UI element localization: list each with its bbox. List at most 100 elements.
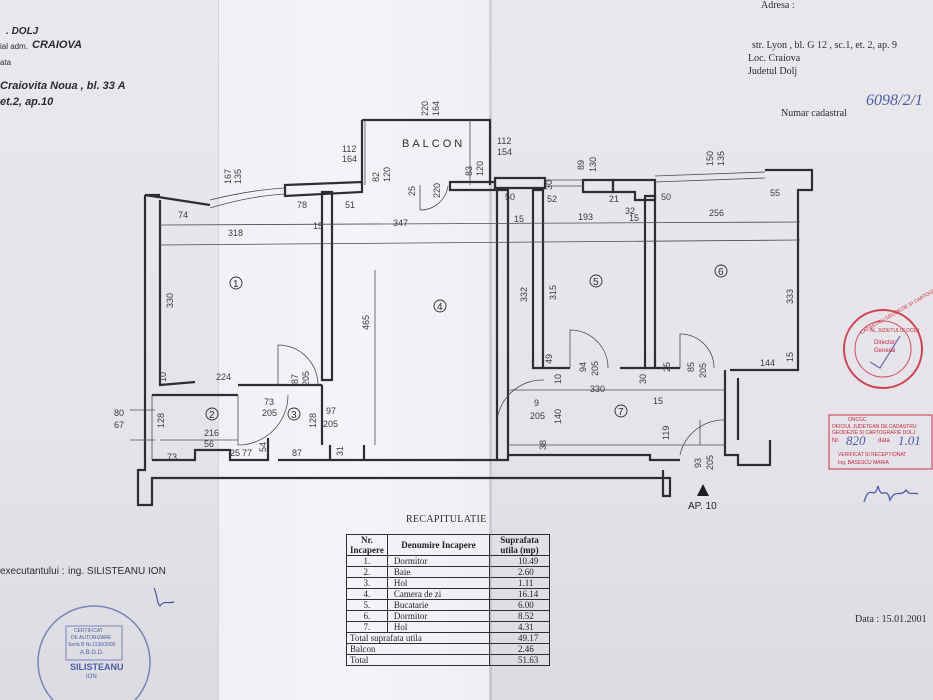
dim-465: 465 — [361, 315, 371, 330]
dim-216: 216 — [204, 428, 219, 438]
dim-205-c: 205 — [698, 363, 708, 378]
dim-67: 67 — [114, 420, 124, 430]
dim-120-b: 120 — [475, 161, 485, 176]
address-value: str. Lyon , bl. G 12 , sc.1, et. 2, ap. … — [752, 40, 897, 51]
seal-general: General — [874, 348, 896, 354]
paper-fold — [490, 0, 492, 700]
dim-330-a: 330 — [165, 293, 175, 308]
cadastral-label: Numar cadastral — [781, 108, 847, 119]
cert-line3: Seria B Nr.1130/2000 — [68, 642, 116, 648]
dim-21: 21 — [609, 194, 619, 204]
dim-112-a: 112 — [342, 144, 356, 154]
dim-50-b: 50 — [661, 192, 671, 202]
recap-nr: 1. — [346, 555, 388, 567]
recap-name: Dormitor — [386, 610, 491, 622]
recap-nr: 4. — [346, 588, 388, 600]
dim-25-b: 25 — [662, 362, 672, 372]
room-6-label: 6 — [718, 267, 724, 278]
recap-header-name: Denumire Incapere — [386, 534, 491, 556]
seal-county: AL JUDETULUI DOLJ — [870, 328, 919, 334]
dim-78: 78 — [297, 200, 307, 210]
recap-total-value: 51.63 — [489, 654, 550, 666]
dim-205-e: 205 — [323, 419, 338, 429]
room-number-circles — [205, 264, 728, 421]
locality: Loc. Craiova — [748, 53, 801, 64]
dim-112-b: 112 — [497, 136, 511, 146]
dim-144: 144 — [760, 358, 775, 368]
dim-52: 52 — [547, 194, 557, 204]
dim-15-a: 15 — [313, 221, 323, 231]
cert-round-stamp-icon — [37, 605, 151, 700]
recap-area: 8.52 — [489, 610, 550, 622]
dim-85: 85 — [686, 362, 696, 372]
dim-87-a: 87 — [290, 374, 300, 384]
recap-name: Baie — [386, 566, 491, 578]
recap-total-useful-value: 49.17 — [489, 632, 550, 644]
dim-333: 333 — [785, 289, 795, 304]
dim-89: 89 — [576, 160, 586, 170]
recap-area: 6.00 — [489, 599, 550, 611]
apartment-marker-triangle — [697, 484, 709, 496]
dim-318: 318 — [228, 228, 243, 238]
signature-executor-icon — [153, 587, 175, 607]
dim-31: 31 — [335, 446, 345, 456]
rect-stamp-icon — [828, 414, 933, 470]
recap-table: Nr. Incapere Denumire Incapere Suprafata… — [346, 534, 550, 666]
room-5-label: 5 — [593, 277, 599, 288]
cadastral-value: 6098/2/1 — [866, 92, 923, 109]
dim-73-b: 73 — [167, 452, 177, 462]
room-1-label: 1 — [233, 279, 239, 290]
dim-54: 54 — [258, 442, 268, 452]
recap-balcony-value: 2.46 — [489, 643, 550, 655]
dim-97: 97 — [326, 406, 336, 416]
recap-title: RECAPITULATIE — [406, 514, 487, 525]
ocpi-number-label: Nr. — [832, 438, 840, 444]
ocpi-number: 820 — [846, 433, 866, 448]
header-left-line2-prefix: ial adm. — [0, 42, 29, 51]
recap-header-nr: Nr. Incapere — [346, 534, 388, 556]
dim-74: 74 — [178, 210, 188, 220]
dim-25: 25 — [407, 186, 417, 196]
room-2-label: 2 — [209, 410, 215, 421]
dim-205-g: 205 — [705, 455, 715, 470]
dim-32: 32 — [625, 206, 635, 216]
cert-line6: ION — [86, 674, 97, 680]
dim-220-b: 220 — [420, 101, 430, 116]
cert-line2: DE AUTORIZARE — [71, 635, 112, 641]
header-left-line4: Craiovita Noua , bl. 33 A — [0, 80, 126, 92]
dim-315: 315 — [548, 285, 558, 300]
dim-135: 135 — [233, 169, 243, 184]
ocpi-verified: VERIFICAT SI RECEPTIONAT — [838, 452, 907, 458]
dim-167: 167 — [223, 169, 233, 184]
dim-51: 51 — [345, 200, 355, 210]
dim-128-b: 128 — [308, 413, 318, 428]
address-label: Adresa : — [761, 0, 795, 11]
ocpi-stamp: ONCGC OFICIUL JUDETEAN DE CADASTRU GEODE… — [828, 414, 933, 470]
dim-193: 193 — [578, 212, 593, 222]
executor-label: executantului : — [0, 566, 65, 577]
ocpi-date: 1.01 — [898, 433, 921, 448]
recap-header-row: Nr. Incapere Denumire Incapere Suprafata… — [346, 534, 550, 556]
cert-line5: SILISTEANU — [70, 662, 124, 672]
dim-205-d: 205 — [262, 408, 277, 418]
recap-area: 16.14 — [489, 588, 550, 600]
recap-header-area: Suprafata utila (mp) — [489, 534, 550, 556]
authorization-certificate-stamp: CERTIFICAT DE AUTORIZARE Seria B Nr.1130… — [34, 600, 154, 700]
dim-83: 83 — [464, 166, 474, 176]
room-4-label: 4 — [437, 302, 443, 313]
recap-name: Camera de zi — [386, 588, 491, 600]
dim-73-a: 73 — [264, 397, 274, 407]
dim-220-a: 220 — [432, 183, 442, 198]
recap-area: 10.49 — [489, 555, 550, 567]
executor-name: ing. SILISTEANU ION — [68, 566, 166, 577]
recap-nr: 7. — [346, 621, 388, 633]
balcony-label: BALCON — [402, 138, 465, 150]
ocpi-line3: GEODEZIE SI CARTOGRAFIE DOLJ — [832, 430, 916, 436]
